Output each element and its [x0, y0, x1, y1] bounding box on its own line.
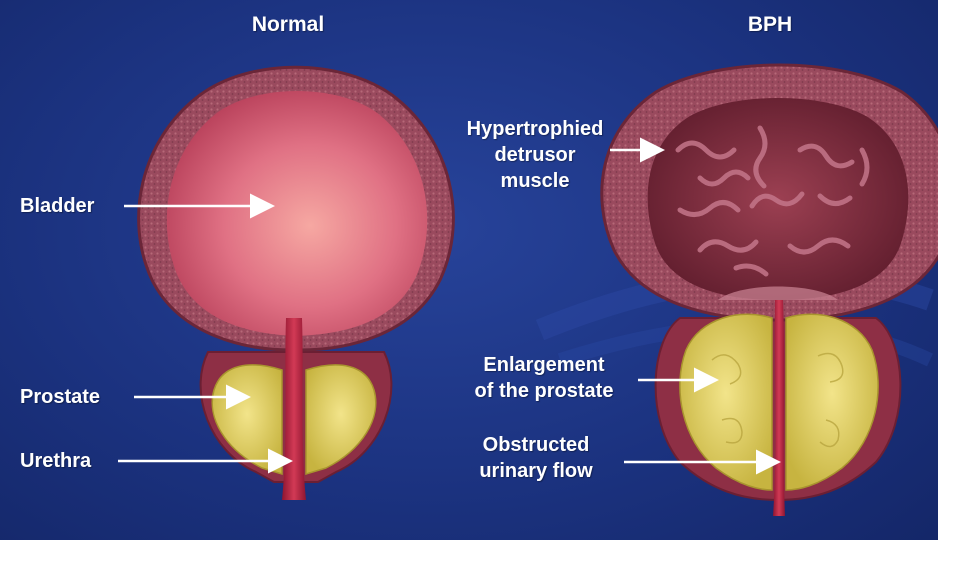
- normal-prostate-right-lobe: [306, 365, 376, 474]
- label-line: Enlargement: [444, 352, 644, 378]
- bph-anatomy: [602, 65, 938, 516]
- label-line: muscle: [440, 168, 630, 194]
- bottom-margin: [0, 540, 954, 568]
- normal-bladder-lumen: [167, 91, 427, 336]
- title-bph: BPH: [735, 12, 805, 38]
- label-prostate: Prostate: [20, 384, 100, 410]
- title-normal: Normal: [238, 12, 338, 38]
- label-line: Obstructed: [446, 432, 626, 458]
- normal-urethra: [282, 318, 306, 500]
- label-hypertrophied-detrusor-muscle: Hypertrophied detrusor muscle: [440, 116, 630, 194]
- label-enlargement-of-prostate: Enlargement of the prostate: [444, 352, 644, 404]
- label-line: Hypertrophied: [440, 116, 630, 142]
- label-urethra: Urethra: [20, 448, 91, 474]
- label-obstructed-urinary-flow: Obstructed urinary flow: [446, 432, 626, 484]
- normal-prostate-left-lobe: [212, 365, 282, 474]
- normal-anatomy: [139, 67, 454, 500]
- right-margin: [938, 0, 954, 540]
- label-bladder: Bladder: [20, 193, 94, 219]
- label-line: detrusor: [440, 142, 630, 168]
- label-line: urinary flow: [446, 458, 626, 484]
- label-line: of the prostate: [444, 378, 644, 404]
